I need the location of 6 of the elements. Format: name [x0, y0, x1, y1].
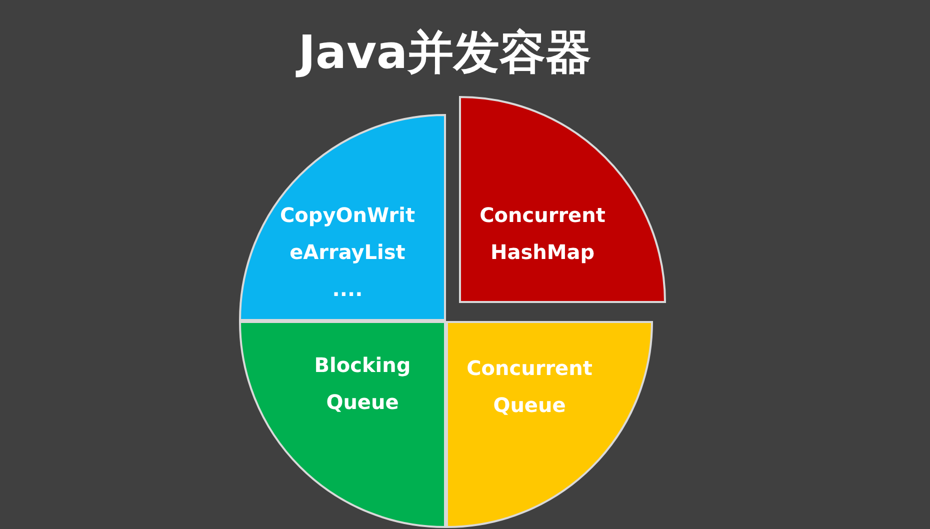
slice-label: ....: [331, 276, 364, 303]
slice-label: Concurrent HashMap: [478, 202, 606, 266]
slice-label: Concurrent Queue: [466, 355, 594, 419]
title: Java并发容器: [0, 22, 890, 84]
slice-label: CopyOnWriteArrayList: [279, 202, 416, 266]
slice-label: Blocking Queue: [313, 352, 412, 416]
